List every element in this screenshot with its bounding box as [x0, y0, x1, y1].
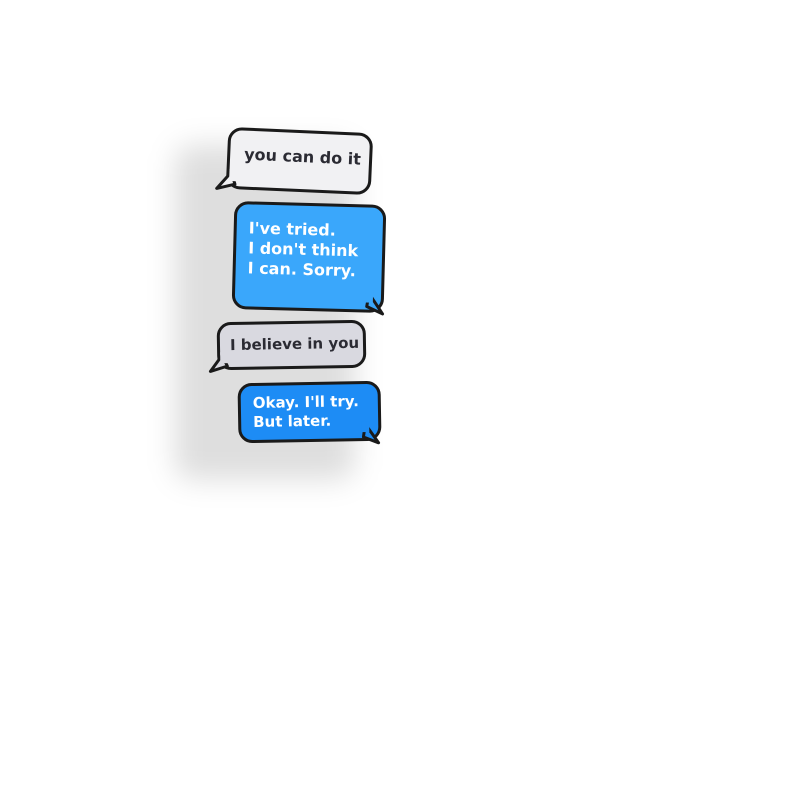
- message-text: I believe in you: [229, 333, 360, 355]
- bubble-tail-right: [364, 290, 385, 316]
- bubble-tail-left: [215, 168, 238, 190]
- message-text-line: I can. Sorry.: [247, 258, 357, 281]
- message-bubble-received: I believe in you: [208, 319, 367, 373]
- message-bubble-sent: Okay. I'll try. But later.: [237, 380, 382, 445]
- bubble-tail-right: [361, 420, 381, 445]
- message-text-line: But later.: [253, 411, 332, 431]
- message-bubble-sent: I've tried. I don't think I can. Sorry.: [231, 201, 387, 316]
- message-text-line: Okay. I'll try.: [252, 392, 360, 412]
- bubble-tail-left: [208, 352, 229, 373]
- message-text: you can do it: [243, 144, 362, 169]
- message-bubble-received: you can do it: [215, 126, 374, 196]
